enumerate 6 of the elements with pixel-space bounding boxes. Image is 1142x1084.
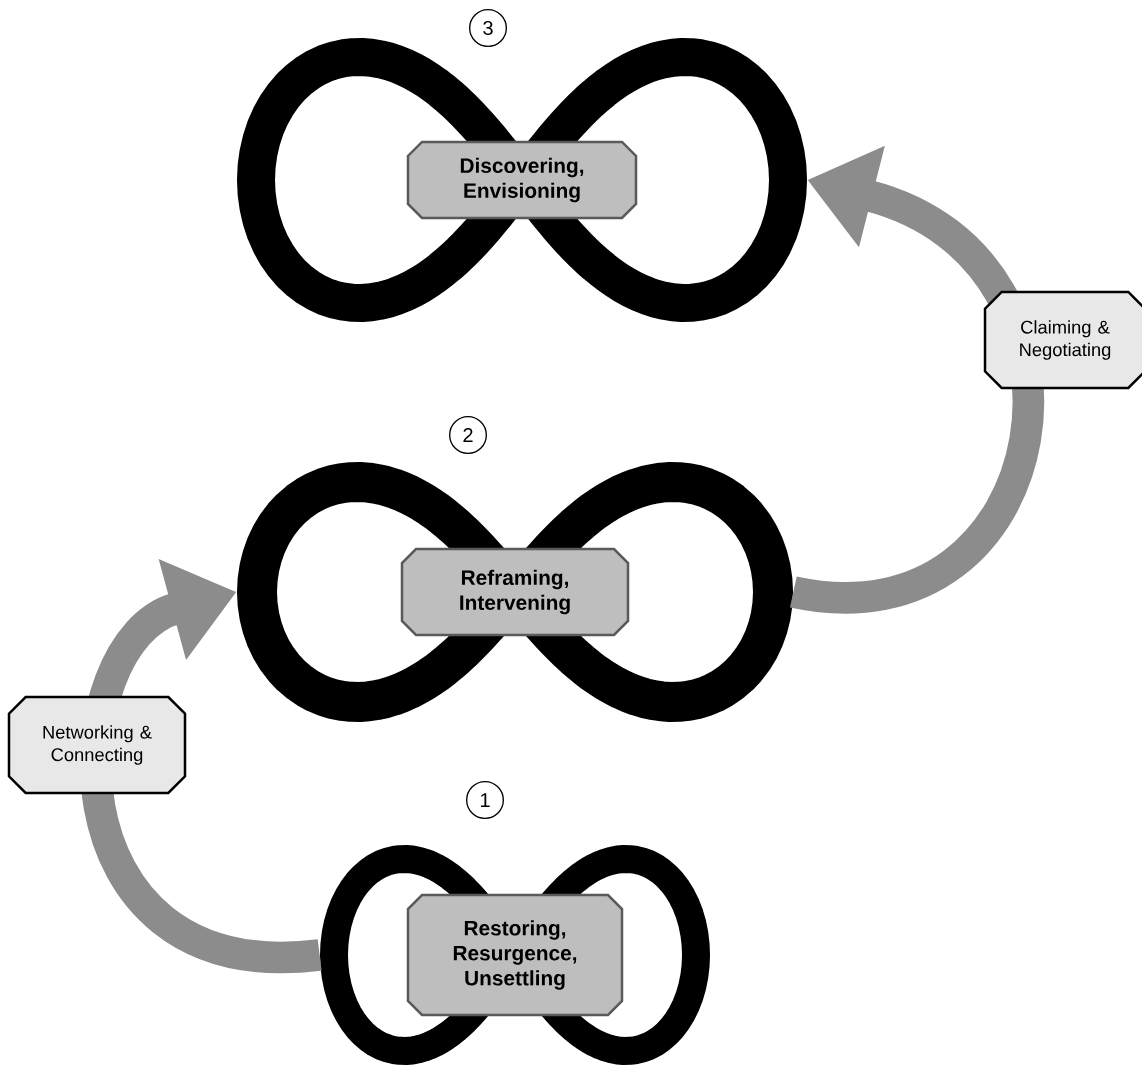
edge-label: Claiming & Negotiating (983, 290, 1142, 390)
infinity-loop: Reframing, Intervening (237, 462, 793, 722)
curved-arrow (80, 559, 320, 972)
infinity-loop: Restoring, Resurgence, Unsettling (320, 845, 710, 1065)
edge-label: Networking & Connecting (7, 695, 187, 795)
infinity-loop: Discovering, Envisioning (237, 38, 807, 322)
